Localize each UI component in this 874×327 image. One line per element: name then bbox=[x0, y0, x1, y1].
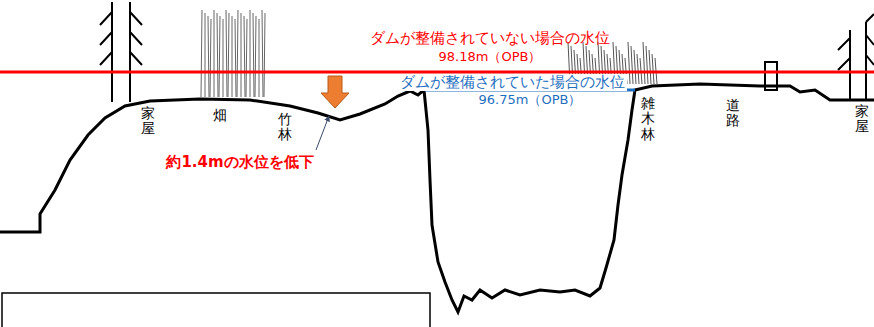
water-level-label: ダムが整備されていた場合の水位 bbox=[398, 74, 627, 91]
terrain-profile bbox=[0, 84, 874, 312]
place-label: 畑 bbox=[213, 108, 227, 123]
place-label: 家屋 bbox=[855, 104, 869, 135]
place-label: 道路 bbox=[726, 98, 740, 129]
tree bbox=[100, 2, 142, 102]
drop-arrow bbox=[321, 76, 349, 108]
frame-box bbox=[2, 293, 430, 327]
bamboo-grove bbox=[201, 10, 265, 97]
leader-line bbox=[316, 116, 329, 150]
place-label: 竹林 bbox=[278, 112, 292, 143]
water-level-label: ダムが整備されていない場合の水位 bbox=[370, 30, 610, 47]
water-level-value: 98.18m（OPB） bbox=[439, 50, 542, 65]
place-label: 雑木林 bbox=[641, 96, 655, 142]
tree bbox=[838, 14, 874, 100]
place-label: 家屋 bbox=[141, 106, 155, 137]
water-level-value: 96.75m（OPB） bbox=[479, 93, 582, 108]
callout-note: 約1.4mの水位を低下 bbox=[166, 154, 313, 171]
